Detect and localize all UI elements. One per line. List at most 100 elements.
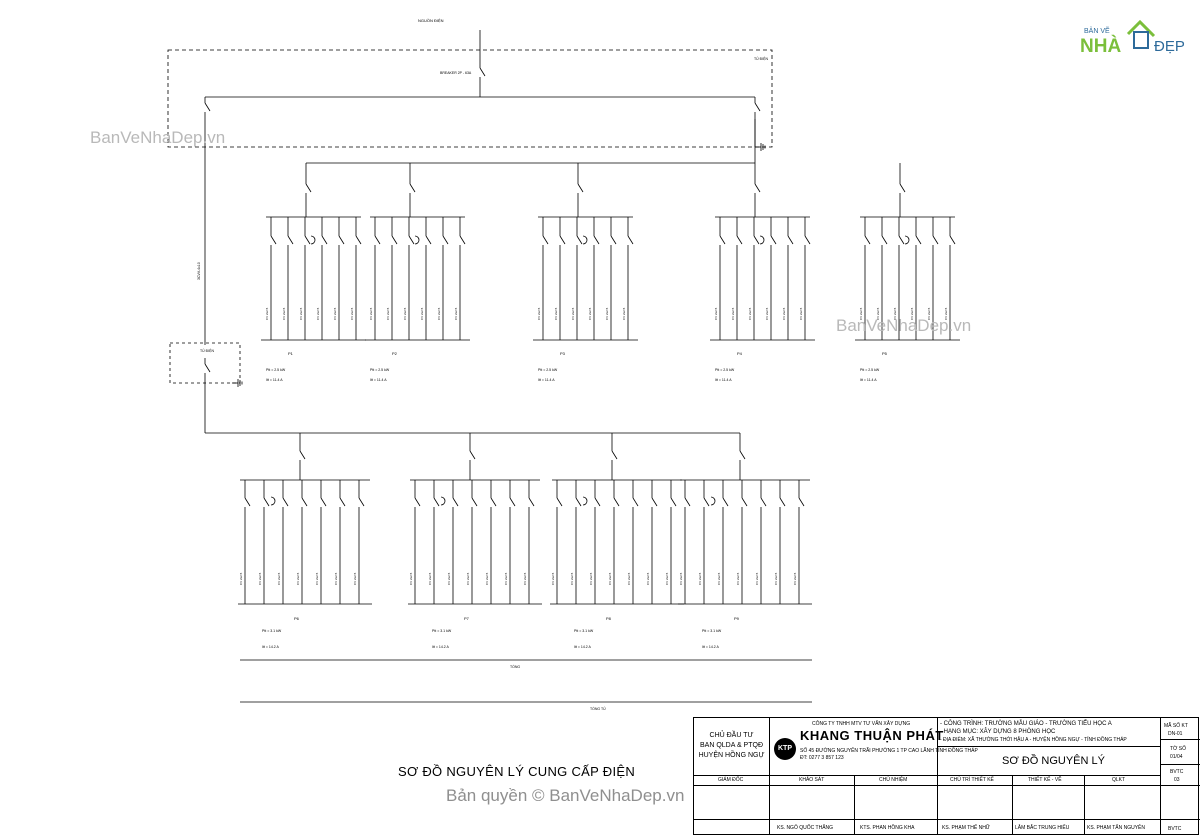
upper-branch-breaker-5-4-blade — [915, 235, 922, 245]
upper-breaker-2-blade — [409, 183, 416, 193]
upper-branch-breaker-2-3-blade — [408, 235, 415, 245]
brand-accent: ĐẸP — [1154, 38, 1185, 55]
left-riser-label: 3CVV-4x10 — [197, 262, 201, 280]
lower-branch-breaker-2-2-blade — [433, 497, 440, 507]
lower-circuit-label-2-6: CV 2x2.5 — [504, 572, 508, 585]
sub-board-label: TỦ ĐIỆN — [200, 348, 214, 353]
upper-rcd-1 — [310, 235, 316, 245]
upper-branch-breaker-4-6-blade — [804, 235, 811, 245]
upper-rcd-2 — [414, 235, 420, 245]
upper-circuit-label-4-5: CV 2x2.5 — [782, 307, 786, 320]
upper-branch-breaker-4-1-blade — [719, 235, 726, 245]
upper-rcd-5 — [904, 235, 910, 245]
upper-circuit-label-3-6: CV 2x2.5 — [622, 307, 626, 320]
title-block: CHỦ ĐẦU TƯ BAN QLDA & PTQĐ HUYỆN HỒNG NG… — [693, 717, 1200, 835]
upper-branch-breaker-1-5-blade — [338, 235, 345, 245]
main-breaker-label: BREAKER 2P - 63A — [440, 71, 472, 75]
upper-branch-breaker-3-6-blade — [627, 235, 634, 245]
lower-branch-breaker-1-2-blade — [263, 497, 270, 507]
lower-circuit-label-2-4: CV 2x2.5 — [466, 572, 470, 585]
lower-circuit-label-4-2: CV 2x2.5 — [698, 572, 702, 585]
project-line-2: - HẠNG MỤC: XÂY DỰNG 8 PHÒNG HỌC — [940, 729, 1056, 735]
upper-panel-current-4: Itt = 11.4 A — [715, 378, 732, 382]
house-logo-icon — [1126, 19, 1156, 49]
lower-panel-current-2: Itt = 14.2 A — [432, 645, 449, 649]
left-feeder-breaker-blade — [204, 102, 211, 112]
upper-panel-name-1: P1 — [288, 351, 294, 356]
site-logo[interactable]: BẢN VẼ NHÀ ĐẸP — [1076, 14, 1188, 66]
upper-circuit-label-3-3: CV 2x2.5 — [571, 307, 575, 320]
lower-circuit-label-4-3: CV 2x2.5 — [717, 572, 721, 585]
upper-panel-load-4: Ptt = 2.5 kW — [715, 368, 735, 372]
lower-breaker-3-blade — [611, 450, 618, 460]
company-name: KHANG THUẬN PHÁT — [800, 728, 944, 743]
lower-circuit-label-3-4: CV 2x2.5 — [608, 572, 612, 585]
lower-branch-breaker-3-7-blade — [670, 497, 677, 507]
version-value: 03 — [1174, 777, 1180, 783]
upper-circuit-label-5-3: CV 2x2.5 — [893, 307, 897, 320]
lower-branch-breaker-4-7-blade — [798, 497, 805, 507]
upper-branch-breaker-2-2-blade — [391, 235, 398, 245]
lower-circuit-label-1-7: CV 2x2.5 — [353, 572, 357, 585]
upper-panel-current-1: Itt = 11.4 A — [266, 378, 283, 382]
name-cell-1: KS. NGÔ QUỐC THẮNG — [777, 825, 834, 831]
lower-circuit-label-3-3: CV 2x2.5 — [589, 572, 593, 585]
upper-panel-load-1: Ptt = 2.5 kW — [266, 368, 286, 372]
upper-circuit-label-2-2: CV 2x2.5 — [386, 307, 390, 320]
lower-branch-breaker-2-1-blade — [414, 497, 421, 507]
upper-panel-load-3: Ptt = 2.5 kW — [538, 368, 558, 372]
copyright-watermark: Bản quyền © BanVeNhaDep.vn — [446, 786, 685, 805]
upper-branch-breaker-3-2-blade — [559, 235, 566, 245]
lower-branch-breaker-1-6-blade — [339, 497, 346, 507]
upper-branch-breaker-4-2-blade — [736, 235, 743, 245]
upper-rcd-3 — [582, 235, 588, 245]
upper-branch-breaker-1-1-blade — [270, 235, 277, 245]
lower-circuit-label-2-3: CV 2x2.5 — [447, 572, 451, 585]
lower-branch-breaker-4-2-blade — [703, 497, 710, 507]
upper-branch-breaker-2-6-blade — [459, 235, 466, 245]
upper-circuit-label-5-4: CV 2x2.5 — [910, 307, 914, 320]
upper-rcd-4 — [759, 235, 765, 245]
upper-circuit-label-3-5: CV 2x2.5 — [605, 307, 609, 320]
upper-panel-current-2: Itt = 11.4 A — [370, 378, 387, 382]
name-cell-4: LÂM BẮC TRUNG HIẾU — [1015, 825, 1070, 831]
header-cell-1: GIÁM ĐỐC — [718, 777, 744, 783]
total-label: TỔNG — [510, 664, 520, 669]
header-cell-6: QLKT — [1112, 777, 1126, 783]
lower-breaker-2-blade — [469, 450, 476, 460]
upper-circuit-label-2-6: CV 2x2.5 — [454, 307, 458, 320]
lower-branch-breaker-2-7-blade — [528, 497, 535, 507]
upper-circuit-label-5-1: CV 2x2.5 — [859, 307, 863, 320]
upper-circuit-label-4-6: CV 2x2.5 — [799, 307, 803, 320]
upper-panel-current-3: Itt = 11.4 A — [538, 378, 555, 382]
lower-circuit-label-4-1: CV 2x2.5 — [679, 572, 683, 585]
header-cell-2: KHẢO SÁT — [799, 777, 825, 783]
upper-branch-breaker-1-2-blade — [287, 235, 294, 245]
upper-branch-breaker-5-2-blade — [881, 235, 888, 245]
upper-circuit-label-2-1: CV 2x2.5 — [369, 307, 373, 320]
lower-rcd-3 — [582, 496, 588, 506]
watermark-left: BanVeNhaDep.vn — [90, 128, 226, 147]
upper-breaker-1-blade — [305, 183, 312, 193]
lower-branch-breaker-2-3-blade — [452, 497, 459, 507]
wiring-layer — [167, 30, 960, 703]
owner-line1: BAN QLDA & PTQĐ — [699, 742, 764, 749]
upper-branch-breaker-5-1-blade — [864, 235, 871, 245]
lower-branch-breaker-4-3-blade — [722, 497, 729, 507]
upper-circuit-label-1-3: CV 2x2.5 — [299, 307, 303, 320]
lower-panel-load-3: Ptt = 3.1 kW — [574, 629, 594, 633]
lower-circuit-label-3-1: CV 2x2.5 — [551, 572, 555, 585]
lower-branch-breaker-1-3-blade — [282, 497, 289, 507]
upper-panel-name-4: P4 — [737, 351, 743, 356]
lower-branch-breaker-1-5-blade — [320, 497, 327, 507]
lower-panel-current-4: Itt = 14.2 A — [702, 645, 719, 649]
upper-branch-breaker-4-5-blade — [787, 235, 794, 245]
upper-branch-breaker-2-4-blade — [425, 235, 432, 245]
brand-main: NHÀ — [1080, 36, 1122, 57]
lower-circuit-label-2-2: CV 2x2.5 — [428, 572, 432, 585]
lower-circuit-label-4-7: CV 2x2.5 — [793, 572, 797, 585]
lower-panel-load-2: Ptt = 3.1 kW — [432, 629, 452, 633]
lower-branch-breaker-2-6-blade — [509, 497, 516, 507]
